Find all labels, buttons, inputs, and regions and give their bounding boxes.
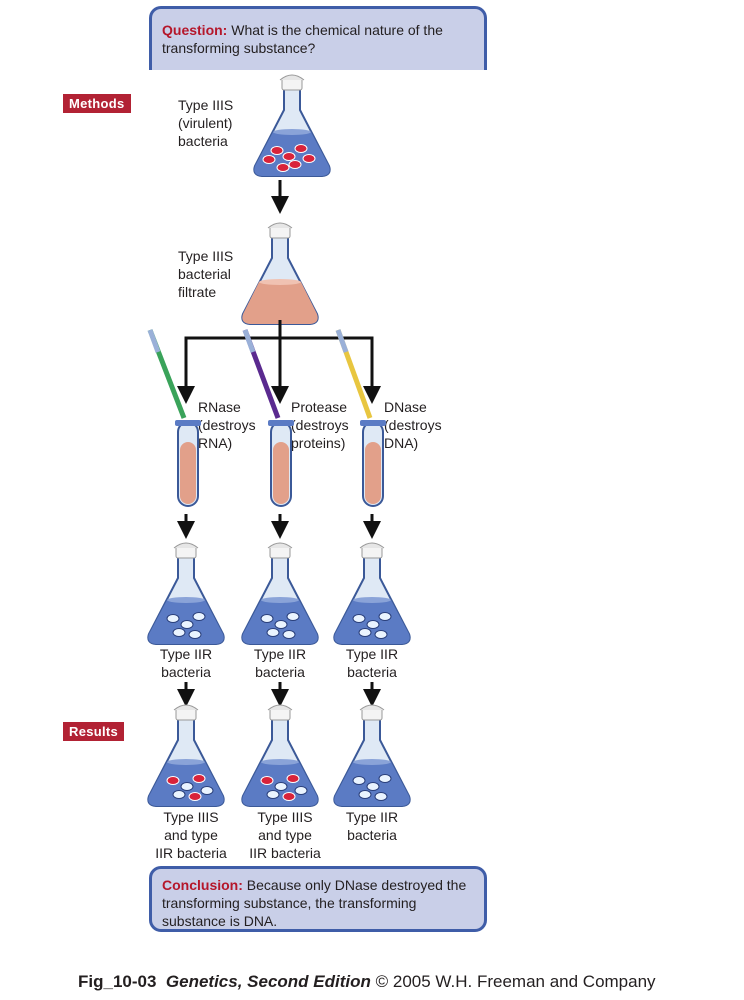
result-arrows <box>177 682 381 707</box>
virulent-flask <box>253 74 331 177</box>
filtrate-label: Type IIIS bacterial filtrate <box>178 248 234 300</box>
mid-flask-3 <box>333 542 411 645</box>
pipette-protease <box>242 329 281 419</box>
tube-protease <box>268 420 294 507</box>
results-tag: Results <box>63 722 125 741</box>
conclusion-keyword: Conclusion: <box>162 877 243 893</box>
book-title: Genetics, Second Edition <box>165 972 371 991</box>
conclusion-text: Because only DNase destroyed the transfo… <box>162 877 467 929</box>
mid-label-2: Type IIR bacteria <box>253 646 307 680</box>
mid-flask-2 <box>241 542 319 645</box>
mid-label-3: Type IIR bacteria <box>345 646 399 680</box>
conclusion-box: Conclusion: Because only DNase destroyed… <box>149 866 487 932</box>
figure-caption: Fig_10-03 Genetics, Second Edition © 200… <box>78 972 656 992</box>
figure-number: Fig_10-03 <box>78 972 157 991</box>
filtrate-flask <box>241 222 319 325</box>
dnase-label: DNase (destroys DNA) <box>384 399 442 451</box>
result-flask-2 <box>241 704 319 807</box>
question-keyword: Question: <box>162 22 228 38</box>
pipette-rnase <box>147 329 187 419</box>
protease-label: Protease (destroys proteins) <box>291 399 349 451</box>
tube-dnase <box>360 420 386 507</box>
result-label-2: Type IIIS and type IIR bacteria <box>249 809 321 861</box>
result-label-1: Type IIIS and type IIR bacteria <box>155 809 227 861</box>
result-flask-3 <box>333 704 411 807</box>
result-label-3: Type IIR bacteria <box>345 809 399 843</box>
mid-flask-1 <box>147 542 225 645</box>
virulent-bacteria-label: Type IIIS (virulent) bacteria <box>178 97 234 149</box>
result-flask-1 <box>147 704 225 807</box>
tube-rnase <box>175 420 201 507</box>
mid-arrows <box>177 514 381 539</box>
rnase-label: RNase (destroys RNA) <box>198 399 256 451</box>
methods-tag: Methods <box>63 94 131 113</box>
copyright: © 2005 W.H. Freeman and Company <box>375 972 656 991</box>
question-text: What is the chemical nature of the trans… <box>162 22 443 56</box>
question-box: Question: What is the chemical nature of… <box>149 6 487 70</box>
mid-label-1: Type IIR bacteria <box>159 646 213 680</box>
branch-arrows <box>177 320 381 404</box>
pipette-dnase <box>335 329 373 419</box>
